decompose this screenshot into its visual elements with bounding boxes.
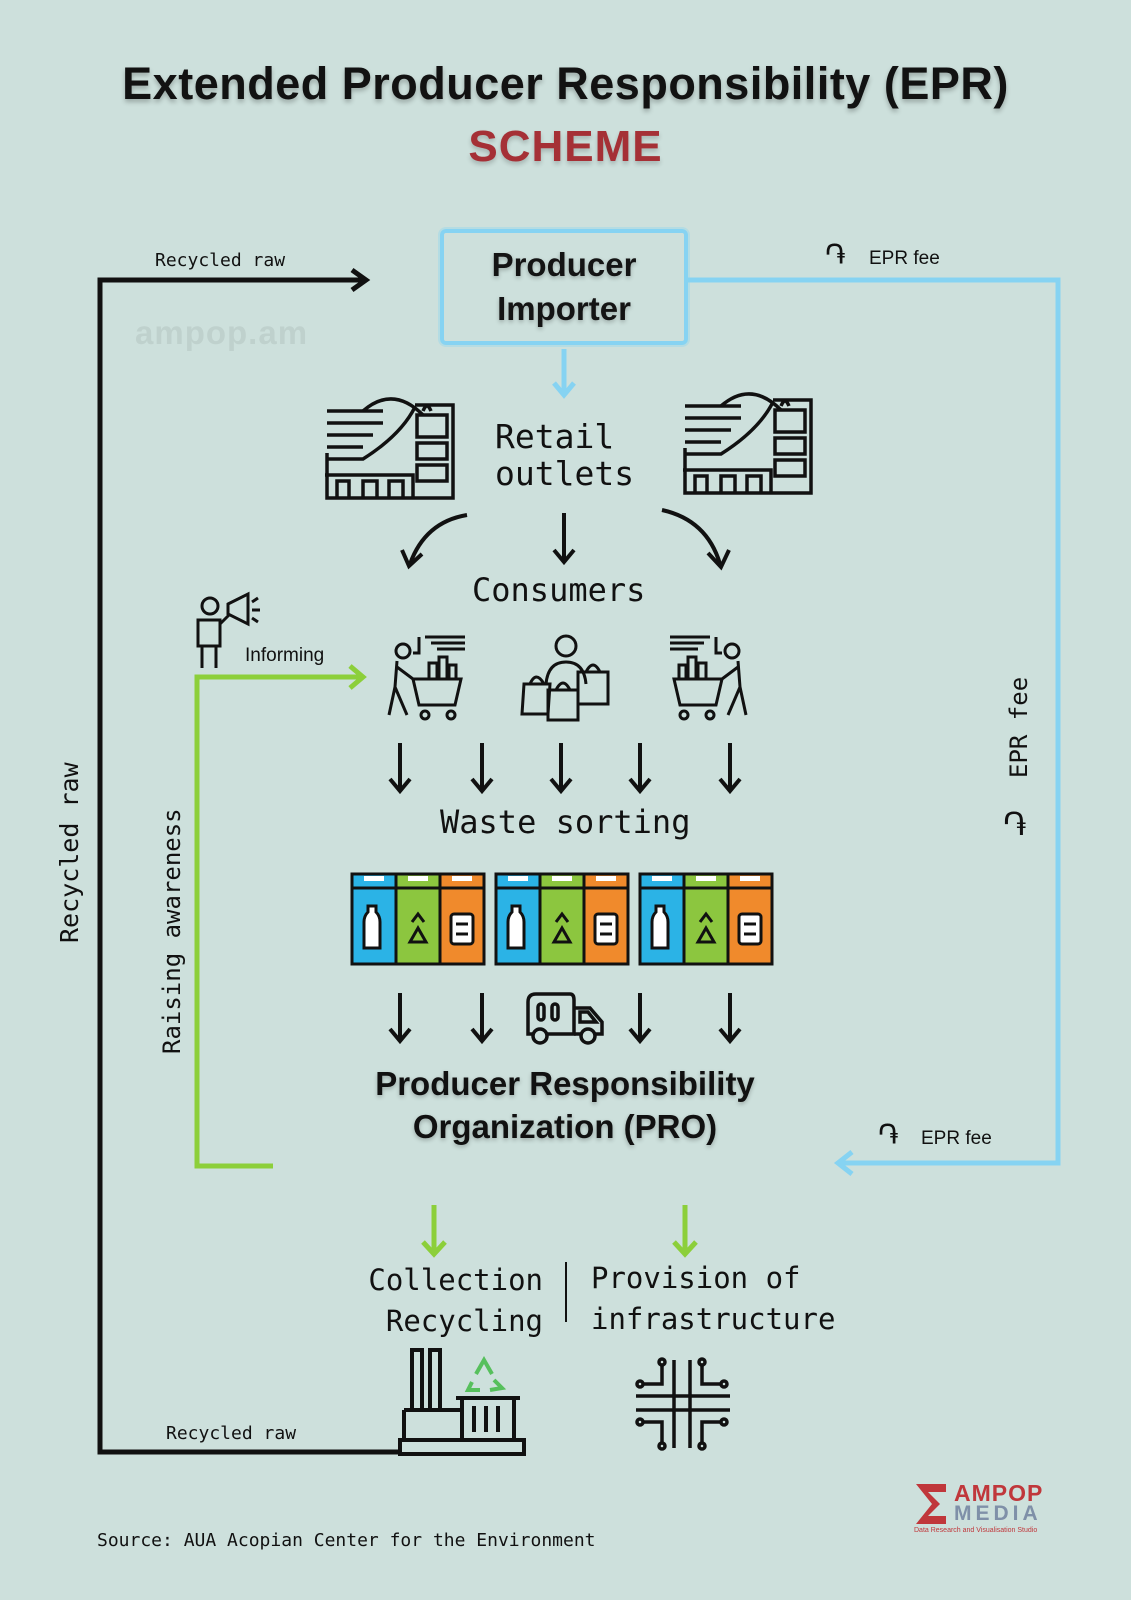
- recycled-raw-top-label: Recycled raw: [155, 250, 286, 271]
- collection-recycling-label: Collection Recycling: [357, 1260, 543, 1342]
- logo-media: MEDIA: [954, 1502, 1042, 1525]
- producer-importer-node: Producer Importer: [440, 229, 688, 345]
- pro-line-1: Producer Responsibility: [375, 1065, 755, 1102]
- shopping-cart-icon: [670, 635, 748, 721]
- watermark: ampop.am: [135, 314, 309, 351]
- pro-node: Producer Responsibility Organization (PR…: [300, 1062, 830, 1148]
- pro-line-2: Organization (PRO): [412, 1108, 718, 1145]
- recycled-raw-side-label: Recycled raw: [55, 762, 84, 943]
- recycled-raw-bottom-label: Recycled raw: [166, 1423, 297, 1444]
- recycle-bin-icon: [638, 872, 774, 966]
- dram-icon: ֏: [878, 1118, 899, 1151]
- recycling-factory-icon: [398, 1348, 526, 1456]
- waste-sorting-label: Waste sorting: [440, 803, 691, 841]
- consumers-label: Consumers: [472, 571, 646, 609]
- sigma-logo-icon: [916, 1484, 946, 1524]
- retail-line-2: outlets: [495, 454, 635, 493]
- recycle-bin-icon: [494, 872, 630, 966]
- dram-icon: ֏: [825, 238, 846, 271]
- informing-label: Informing: [245, 645, 325, 666]
- page-title: Extended Producer Responsibility (EPR): [122, 58, 1009, 109]
- megaphone-person-icon: [196, 591, 260, 668]
- importer-label: Importer: [497, 290, 631, 327]
- logo-ampop: AMPOP: [954, 1480, 1044, 1506]
- raising-awareness-loop: [194, 664, 698, 1258]
- logo-tagline: Data Research and Visualisation Studio: [914, 1527, 1038, 1534]
- garbage-truck-icon: [526, 992, 604, 1045]
- ampop-media-logo: AMPOP MEDIA Data Research and Visualisat…: [914, 1480, 1054, 1540]
- recycle-bins: [350, 872, 774, 966]
- page-subtitle: SCHEME: [468, 122, 663, 171]
- recycled-raw-loop: [97, 267, 402, 1455]
- dram-icon: ֏: [1003, 805, 1027, 843]
- epr-fee-loop: [552, 277, 1061, 1176]
- epr-fee-top-label: EPR fee: [869, 248, 940, 269]
- retail-outlets-label: Retail outlets: [495, 418, 634, 492]
- consumer-arrows: [388, 743, 742, 795]
- recycle-icon: [464, 1355, 507, 1392]
- retail-arrows: [400, 508, 731, 571]
- provision-line-1: Provision of: [591, 1261, 801, 1295]
- infrastructure-circuit-icon: [635, 1357, 730, 1451]
- retail-line-1: Retail: [495, 417, 615, 456]
- store-icon: [325, 397, 455, 500]
- recycle-bin-icon: [350, 872, 486, 966]
- provision-infrastructure-label: Provision of infrastructure: [591, 1258, 835, 1340]
- shopping-cart-icon: [387, 635, 465, 721]
- epr-fee-bottom-label: EPR fee: [921, 1128, 992, 1149]
- epr-fee-side-label: EPR fee: [1005, 676, 1033, 778]
- collection-line-1: Collection: [368, 1263, 543, 1297]
- collection-line-2: Recycling: [385, 1304, 543, 1338]
- shopping-bags-icon: [520, 634, 610, 722]
- bin-arrows: [388, 993, 742, 1045]
- source-note: Source: AUA Acopian Center for the Envir…: [97, 1530, 596, 1551]
- producer-label: Producer: [491, 246, 637, 283]
- store-icon: [683, 392, 813, 495]
- provision-line-2: infrastructure: [591, 1302, 836, 1336]
- raising-awareness-label: Raising awareness: [158, 808, 186, 1054]
